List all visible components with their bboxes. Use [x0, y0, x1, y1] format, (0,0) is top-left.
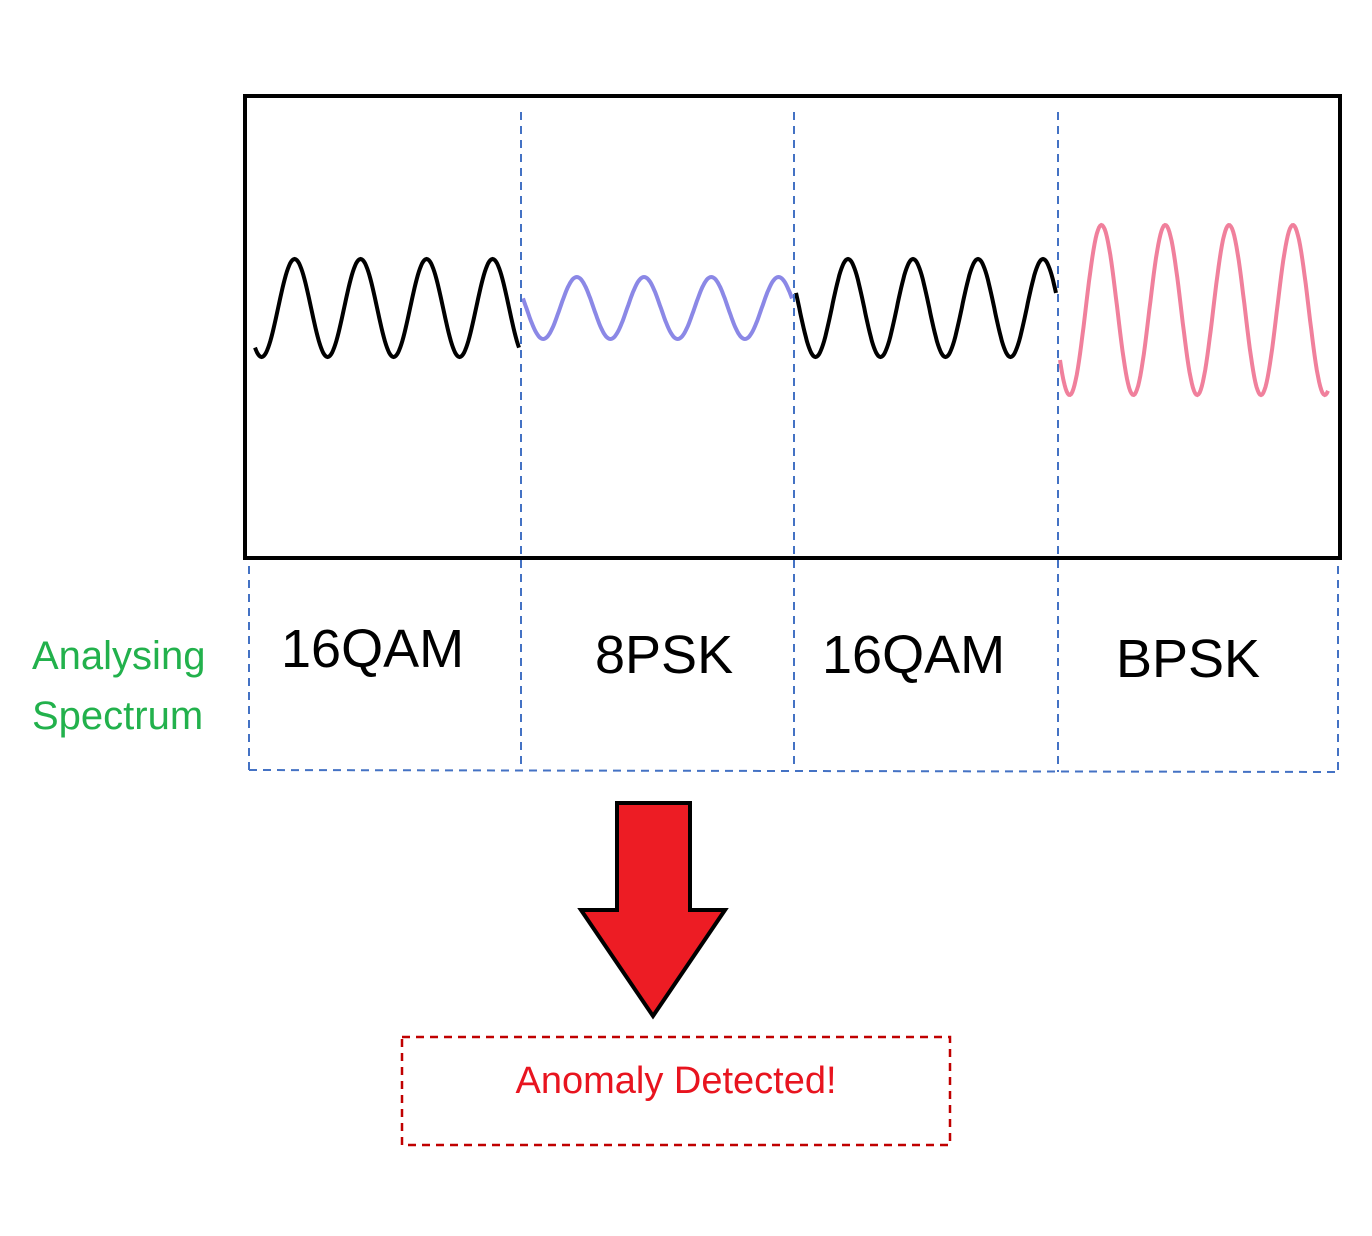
label-box-bottom: [248, 769, 1339, 773]
segment-label-4: BPSK: [1116, 629, 1261, 689]
side-label-line1: Analysing: [32, 634, 206, 678]
segment-label-2: 8PSK: [595, 625, 734, 685]
waveform-segment-2: [521, 274, 794, 342]
waveform-segment-3: [794, 256, 1058, 360]
segment-label-3: 16QAM: [822, 625, 1006, 685]
waveform-segment-4: [1058, 222, 1330, 398]
segment-label-1: 16QAM: [281, 619, 465, 679]
analysing-spectrum-label: Analysing Spectrum: [32, 626, 232, 746]
anomaly-alert-text: Anomaly Detected!: [515, 1060, 837, 1102]
alert-box: [400, 1035, 952, 1147]
down-arrow-icon: [577, 801, 729, 1020]
spectrum-frame: [243, 94, 1342, 560]
waveform-segment-1: [253, 256, 521, 360]
side-label-line2: Spectrum: [32, 694, 204, 738]
